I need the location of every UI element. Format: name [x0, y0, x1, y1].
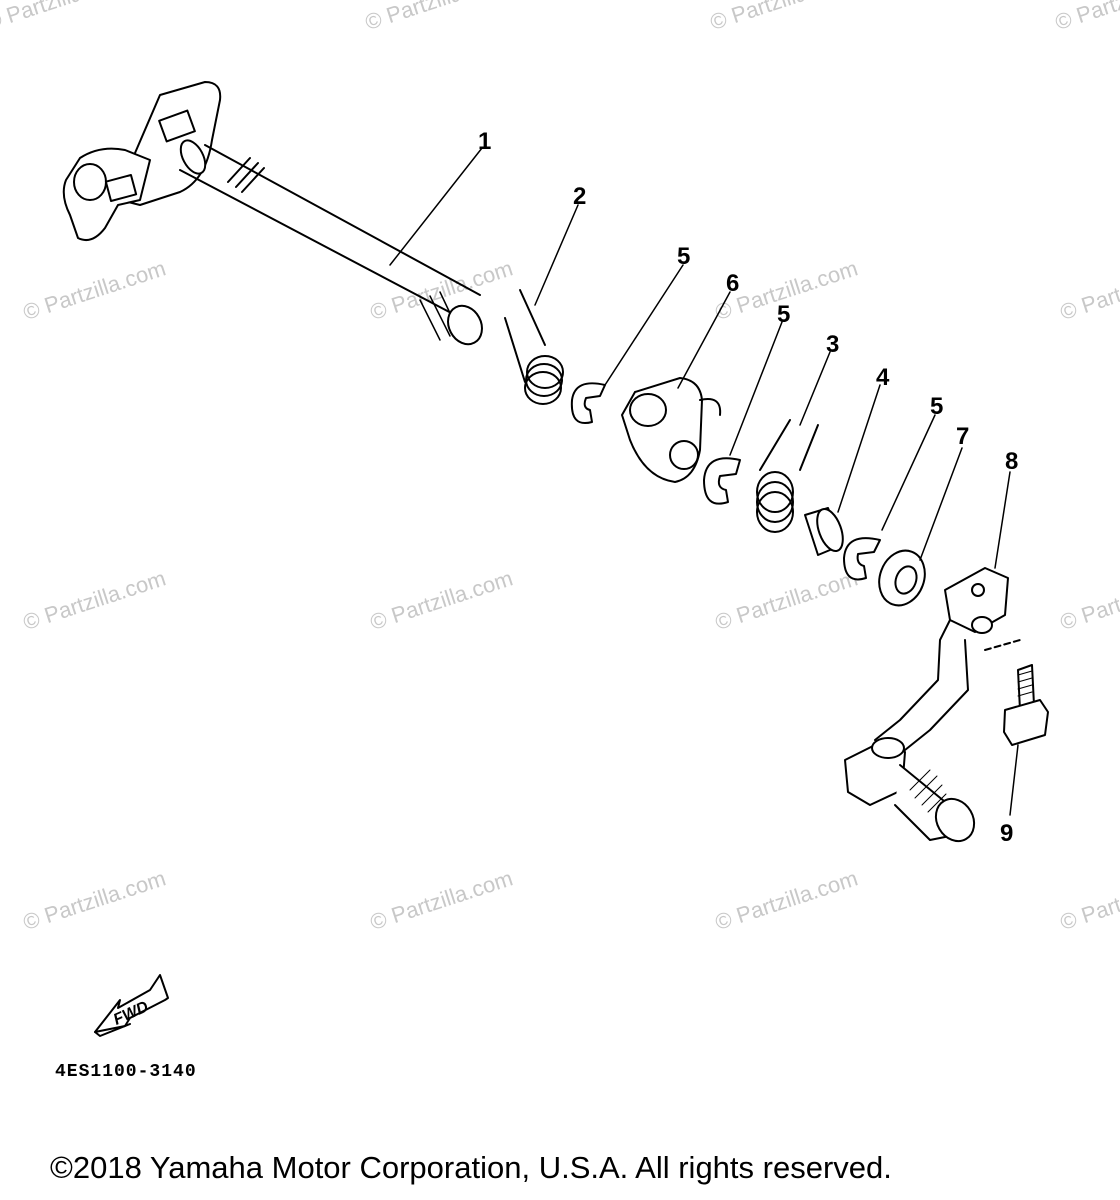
- callout-6: 6: [726, 270, 740, 297]
- callout-2: 2: [573, 183, 587, 210]
- part-2-spring: [504, 289, 564, 405]
- callout-4: 4: [876, 364, 890, 391]
- part-7-washer: [878, 549, 926, 607]
- leader-lines: [389, 147, 1019, 816]
- copyright-notice: ©2018 Yamaha Motor Corporation, U.S.A. A…: [50, 1150, 892, 1185]
- callout-8: 8: [1005, 448, 1019, 475]
- callout-3: 3: [826, 331, 840, 358]
- part-4-collar: [804, 507, 844, 556]
- part-8-shift-pedal: [844, 567, 1021, 843]
- part-5-circlip-b: [703, 457, 741, 505]
- diagram-code: 4ES1100-3140: [55, 1062, 197, 1082]
- callout-5: 5: [777, 301, 791, 328]
- part-5-circlip-a: [570, 382, 606, 424]
- part-9-bolt: [1003, 664, 1049, 746]
- callout-7: 7: [956, 423, 970, 450]
- callout-1: 1: [478, 128, 492, 155]
- fwd-arrow-icon: [94, 974, 169, 1037]
- callout-9: 9: [1000, 820, 1014, 847]
- callout-5: 5: [677, 243, 691, 270]
- part-5-circlip-c: [843, 537, 881, 581]
- part-6-plate: [621, 377, 722, 483]
- callout-5: 5: [930, 393, 944, 420]
- part-1-shift-shaft: [62, 81, 483, 346]
- part-3-spring: [756, 419, 819, 533]
